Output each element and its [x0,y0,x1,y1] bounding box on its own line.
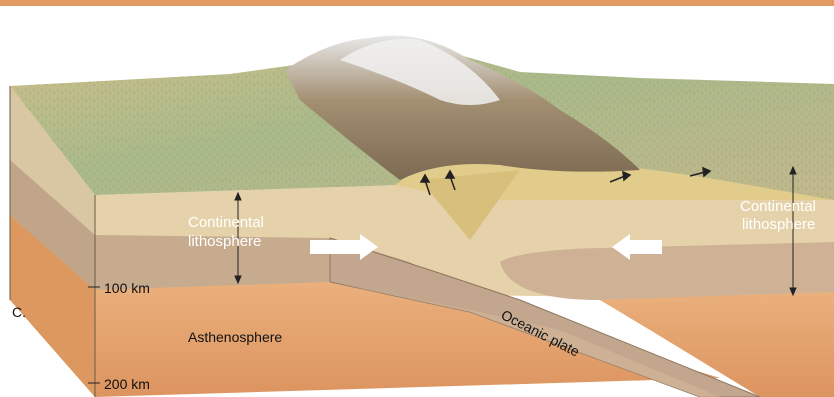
label-asthenosphere: Asthenosphere [188,329,282,345]
label-depth-100: 100 km [104,280,150,296]
panel-letter: C. [12,304,26,320]
label-continental-right-2: lithosphere [742,216,815,233]
label-continental-left-2: lithosphere [188,233,261,250]
previous-panel-edge [0,0,834,6]
label-continental-left-1: Continental [188,214,264,231]
label-continental-right-1: Continental [740,198,816,215]
label-depth-200: 200 km [104,376,150,392]
